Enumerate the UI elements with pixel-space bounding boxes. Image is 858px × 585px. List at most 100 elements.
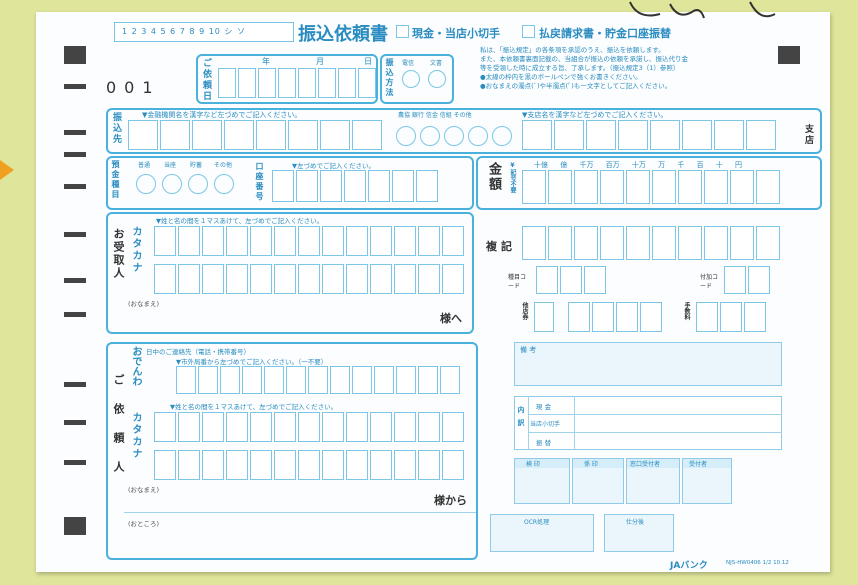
recipient-kana-box[interactable] [442,226,464,256]
account-digit-box[interactable] [272,170,294,202]
deposit-type-circle[interactable] [162,174,182,194]
amount-digit-box[interactable] [730,170,754,204]
sender-kana-box[interactable] [274,412,296,442]
branch-digit-box[interactable] [640,302,662,332]
sender-kana-box[interactable] [226,412,248,442]
phone-digit-box[interactable] [352,366,372,394]
duplicate-digit-box[interactable] [652,226,676,260]
sender-kana-box[interactable] [178,450,200,480]
duplicate-digit-box[interactable] [704,226,728,260]
amount-digit-box[interactable] [704,170,728,204]
deposit-type-circle[interactable] [136,174,156,194]
account-digit-box[interactable] [392,170,414,202]
branch-digit-box[interactable] [592,302,614,332]
recipient-kana-box[interactable] [298,264,320,294]
recipient-kana-box[interactable] [250,226,272,256]
phone-digit-box[interactable] [264,366,284,394]
date-digit-box[interactable] [318,68,336,98]
bank-name-box[interactable] [160,120,190,150]
other-branch-box[interactable] [534,302,554,332]
duplicate-digit-box[interactable] [522,226,546,260]
sender-kana-box[interactable] [178,412,200,442]
recipient-kana-box[interactable] [322,226,344,256]
bank-type-circle[interactable] [420,126,440,146]
phone-digit-box[interactable] [176,366,196,394]
sender-kana-box[interactable] [226,450,248,480]
recipient-kana-box[interactable] [322,264,344,294]
deposit-type-circle[interactable] [214,174,234,194]
cash-checkbox[interactable] [396,25,409,38]
bank-type-circle[interactable] [444,126,464,146]
recipient-kana-box[interactable] [154,264,176,294]
duplicate-digit-box[interactable] [756,226,780,260]
bank-name-box[interactable] [320,120,350,150]
branch-name-box[interactable] [554,120,584,150]
phone-digit-box[interactable] [198,366,218,394]
fuka-box[interactable] [724,266,746,294]
recipient-kana-box[interactable] [202,226,224,256]
sender-kana-box[interactable] [298,450,320,480]
bank-name-box[interactable] [288,120,318,150]
branch-name-box[interactable] [650,120,680,150]
sender-kana-box[interactable] [250,412,272,442]
withdrawal-checkbox[interactable] [522,25,535,38]
fuka-box[interactable] [748,266,770,294]
sender-kana-box[interactable] [202,412,224,442]
method-telegraph-circle[interactable] [402,70,420,88]
sender-kana-box[interactable] [418,450,440,480]
branch-digit-box[interactable] [616,302,638,332]
duplicate-digit-box[interactable] [574,226,598,260]
recipient-kana-box[interactable] [418,264,440,294]
recipient-kana-box[interactable] [394,226,416,256]
method-document-circle[interactable] [428,70,446,88]
duplicate-digit-box[interactable] [730,226,754,260]
recipient-kana-box[interactable] [226,226,248,256]
recipient-kana-box[interactable] [298,226,320,256]
bank-type-circle[interactable] [468,126,488,146]
account-digit-box[interactable] [416,170,438,202]
recipient-kana-box[interactable] [202,264,224,294]
date-digit-box[interactable] [258,68,276,98]
sender-kana-box[interactable] [154,450,176,480]
sender-kana-box[interactable] [250,450,272,480]
date-digit-box[interactable] [238,68,256,98]
code-box[interactable] [536,266,558,294]
bank-name-box[interactable] [192,120,222,150]
branch-name-box[interactable] [618,120,648,150]
remarks-box[interactable] [514,342,782,386]
sender-kana-box[interactable] [298,412,320,442]
sender-kana-box[interactable] [394,450,416,480]
phone-digit-box[interactable] [374,366,394,394]
amount-digit-box[interactable] [600,170,624,204]
recipient-kana-box[interactable] [370,226,392,256]
sender-kana-box[interactable] [418,412,440,442]
branch-digit-box[interactable] [568,302,590,332]
duplicate-digit-box[interactable] [600,226,624,260]
duplicate-digit-box[interactable] [548,226,572,260]
amount-digit-box[interactable] [574,170,598,204]
amount-digit-box[interactable] [678,170,702,204]
recipient-kana-box[interactable] [370,264,392,294]
code-box[interactable] [560,266,582,294]
sender-kana-box[interactable] [442,450,464,480]
sender-kana-box[interactable] [322,412,344,442]
fee-box[interactable] [696,302,718,332]
date-digit-box[interactable] [218,68,236,98]
date-digit-box[interactable] [298,68,316,98]
account-digit-box[interactable] [296,170,318,202]
sender-kana-box[interactable] [346,450,368,480]
bank-type-circle[interactable] [396,126,416,146]
recipient-kana-box[interactable] [346,226,368,256]
bank-name-box[interactable] [352,120,382,150]
recipient-kana-box[interactable] [178,264,200,294]
bank-name-box[interactable] [128,120,158,150]
sender-kana-box[interactable] [274,450,296,480]
recipient-kana-box[interactable] [274,226,296,256]
phone-digit-box[interactable] [242,366,262,394]
recipient-kana-box[interactable] [274,264,296,294]
branch-name-box[interactable] [522,120,552,150]
recipient-kana-box[interactable] [250,264,272,294]
recipient-kana-box[interactable] [154,226,176,256]
recipient-kana-box[interactable] [394,264,416,294]
fee-box[interactable] [720,302,742,332]
